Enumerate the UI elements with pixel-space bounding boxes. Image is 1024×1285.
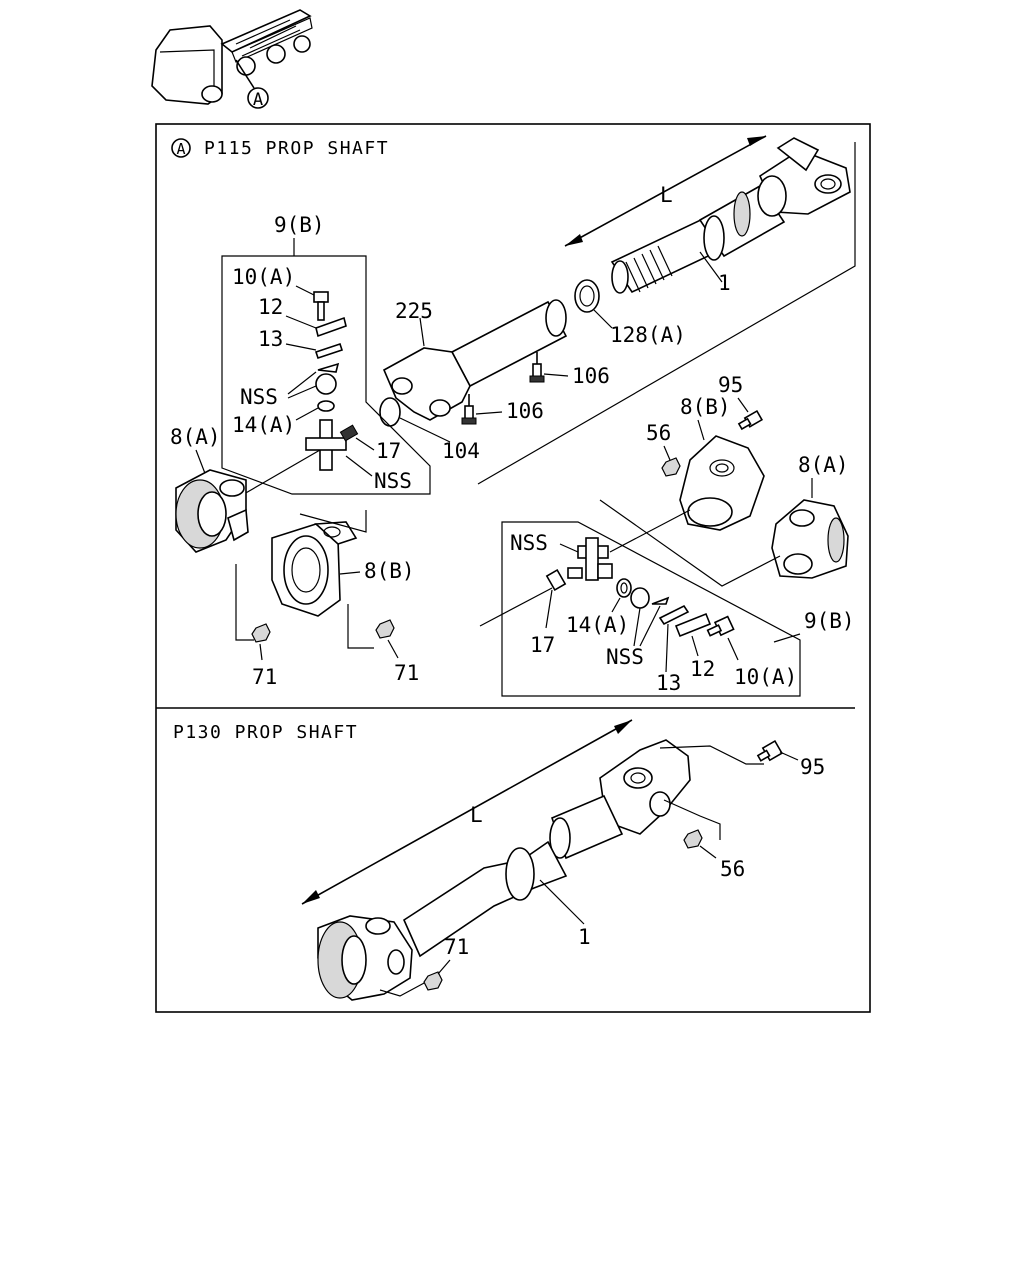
plate-left-label: 12 — [258, 295, 283, 319]
flange-left-b-label: 8(B) — [364, 559, 415, 583]
right-flanges: 95 8(B) 56 8(A) — [599, 373, 849, 587]
l-dimension-label: L — [470, 803, 483, 827]
diagram-frame — [155, 123, 871, 1013]
kit-left-bracket — [221, 255, 431, 495]
nut-bottom-label: 71 — [444, 935, 469, 959]
plate-right-label: 12 — [690, 657, 715, 681]
fitting-label-b: 106 — [506, 399, 544, 423]
flange-right-b-label: 8(B) — [680, 395, 731, 419]
dimension-arrow-left — [565, 234, 583, 246]
lock-plate — [674, 612, 712, 638]
section-marker: A — [176, 140, 185, 158]
nss-left-b-label: NSS — [374, 469, 412, 493]
grease-fitting — [461, 394, 477, 425]
l-dimension-line — [301, 719, 633, 905]
lock-plate — [315, 316, 347, 338]
nut-left-a-label: 71 — [252, 665, 277, 689]
bolt-right-label: 95 — [718, 373, 743, 397]
lock-right-label: 13 — [656, 671, 681, 695]
vehicle-marker-circle — [247, 87, 269, 109]
grease-fitting — [545, 568, 567, 592]
shaft-outline-bracket — [477, 142, 856, 485]
plug-label: 104 — [442, 439, 480, 463]
nss-right-a-label: NSS — [510, 531, 548, 555]
bolt-right-kit-label: 10(A) — [734, 665, 797, 689]
l-dimension-label: L — [660, 183, 673, 207]
nut-top-label: 56 — [720, 857, 745, 881]
dimension-arrow-right — [614, 720, 632, 734]
bolt — [313, 291, 329, 321]
fitting-left-label: 17 — [376, 439, 401, 463]
kit-right-label: 9(B) — [804, 609, 855, 633]
hex-nut — [683, 829, 703, 849]
l-dimension-line — [564, 135, 767, 247]
nss-left-a-label: NSS — [240, 385, 278, 409]
right-repair-kit: 9(B) NSS 17 14(A) NSS 13 12 — [479, 509, 855, 697]
vehicle-marker: A — [253, 90, 263, 110]
left-repair-kit: 9(B) 10(A) 12 13 NSS 14(A) 17 NSS — [221, 213, 431, 495]
p115-shaft-assembly: L 1 128(A) 225 104 — [379, 135, 856, 485]
bearing-cap — [315, 373, 337, 395]
bolt-left-label: 10(A) — [232, 265, 295, 289]
hex-nut — [375, 619, 395, 639]
p130-title: P130 PROP SHAFT — [173, 722, 358, 743]
lock-strip — [314, 342, 344, 360]
nss-right-b-label: NSS — [606, 645, 644, 669]
lock-strip — [658, 604, 690, 626]
bolt — [706, 615, 735, 637]
fitting-right-label: 17 — [530, 633, 555, 657]
seal-label: 128(A) — [610, 323, 686, 347]
universal-joint-spider — [305, 419, 359, 471]
shaft-label: 1 — [718, 271, 731, 295]
seal-ring — [574, 279, 600, 313]
main-tube — [402, 840, 568, 958]
fitting-label-a: 106 — [572, 364, 610, 388]
bolt-label: 95 — [800, 755, 825, 779]
universal-joint-spider — [567, 537, 613, 581]
dimension-arrow-left — [302, 890, 320, 904]
hex-nut — [661, 457, 681, 477]
p115-header: A P115 PROP SHAFT — [171, 138, 389, 159]
kit-left-label: 9(B) — [274, 213, 325, 237]
bearing-cap — [630, 587, 650, 609]
p115-title: P115 PROP SHAFT — [204, 138, 389, 159]
vehicle-thumbnail: A — [151, 9, 313, 110]
dimension-arrow-right — [747, 136, 766, 146]
bolt — [756, 739, 784, 762]
bearing-left-label: 14(A) — [232, 413, 295, 437]
bolt — [737, 409, 764, 431]
lock-left-label: 13 — [258, 327, 283, 351]
kit-right-bracket — [501, 521, 801, 697]
section-marker-circle — [171, 138, 191, 158]
yoke-tube-label: 225 — [395, 299, 433, 323]
hex-nut — [423, 971, 443, 991]
plug — [379, 397, 401, 427]
hex-nut — [251, 623, 271, 643]
slip-yoke — [382, 347, 471, 421]
nut-left-b-label: 71 — [394, 661, 419, 685]
flange-right-a-label: 8(A) — [798, 453, 849, 477]
left-flanges: 8(A) 8(B) 71 71 — [170, 425, 419, 689]
shaft-label: 1 — [578, 925, 591, 949]
p130-shaft-assembly: L 95 56 1 71 — [301, 719, 825, 1001]
flange-left-a-label: 8(A) — [170, 425, 221, 449]
nut-right-label: 56 — [646, 421, 671, 445]
grease-fitting — [529, 352, 545, 383]
bearing-right-label: 14(A) — [566, 613, 629, 637]
